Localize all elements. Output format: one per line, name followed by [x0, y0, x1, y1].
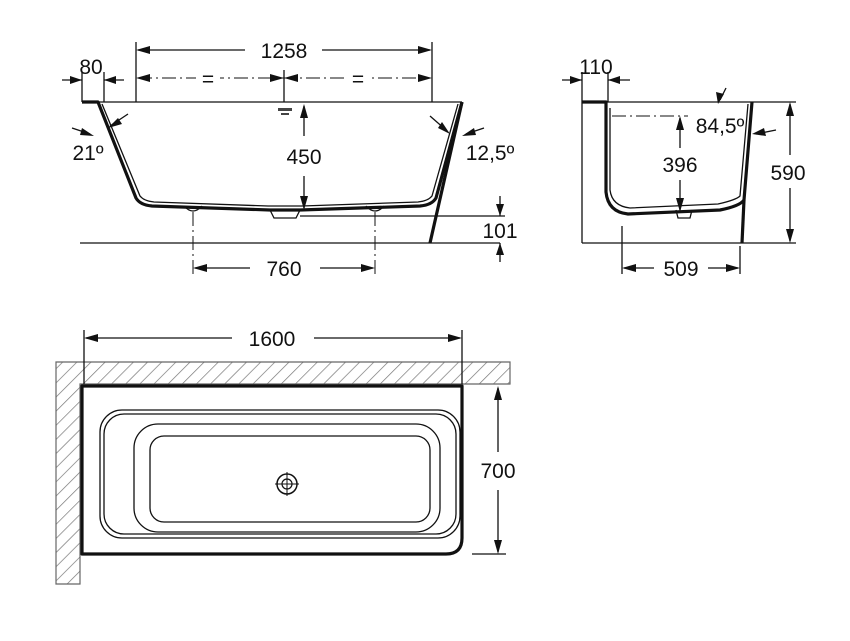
- arrow-700-top: [494, 386, 502, 400]
- label-101: 101: [482, 220, 517, 243]
- plan-view: 1600 700: [55, 328, 516, 585]
- arrow-1600-right: [448, 334, 462, 342]
- arrow-12-right: [462, 128, 476, 136]
- arrow-450-top: [300, 104, 308, 118]
- side-drain: [675, 209, 693, 219]
- label-equal-left: =: [202, 68, 214, 91]
- arrow-21-left: [80, 128, 94, 136]
- label-12-5: 12,5º: [466, 142, 515, 165]
- label-equal-right: =: [352, 68, 364, 91]
- arrow-509-right: [726, 264, 740, 272]
- label-760: 760: [266, 258, 301, 281]
- label-21: 21º: [72, 142, 103, 165]
- drain: [269, 209, 301, 219]
- overflow-mark-2: [281, 113, 289, 115]
- arrow-509-left: [622, 264, 636, 272]
- side-view: 110 84,5º 396 590 509: [562, 56, 806, 281]
- label-84-5: 84,5º: [696, 115, 745, 138]
- arrow-590-top: [786, 102, 794, 116]
- equal-left-bg: [196, 70, 220, 86]
- arrow-84-top: [716, 92, 724, 104]
- plan-rim-outer-2: [103, 413, 457, 535]
- arrow-760-right: [361, 264, 375, 272]
- arrow-1258-right: [418, 46, 432, 54]
- side-skirt: [740, 199, 746, 244]
- plan-basin-outer: [133, 423, 441, 533]
- arrow-101-top: [496, 204, 504, 216]
- arrow-equal-right: [418, 74, 432, 82]
- arrow-21-right: [108, 118, 122, 128]
- arrow-equal-mid-right: [284, 74, 298, 82]
- arrow-80-right: [104, 76, 116, 84]
- label-80: 80: [79, 56, 102, 79]
- label-396: 396: [662, 154, 697, 177]
- arrow-396-top: [676, 116, 684, 130]
- left-foot: [183, 205, 203, 212]
- arrow-80-left: [70, 76, 82, 84]
- tub-outline-inner: [101, 103, 459, 207]
- arrow-396-bottom: [676, 198, 684, 212]
- arrow-12-left: [438, 122, 450, 134]
- hatched-wall: [55, 361, 511, 585]
- plan-tub-outline: [80, 384, 464, 556]
- drain-icon: [275, 472, 299, 496]
- arrow-110-left: [570, 76, 582, 84]
- right-skirt: [428, 101, 464, 244]
- arrow-equal-mid-left: [270, 74, 284, 82]
- arrow-101-bottom: [496, 243, 504, 255]
- label-1258: 1258: [261, 40, 308, 63]
- arrow-760-left: [193, 264, 207, 272]
- label-1600: 1600: [249, 328, 296, 351]
- label-700: 700: [480, 460, 515, 483]
- arrow-equal-left: [136, 74, 150, 82]
- label-590: 590: [770, 162, 805, 185]
- plan-rim-outer: [99, 409, 461, 539]
- front-view: 1258 = = 80 21º 12,5º: [62, 40, 518, 281]
- plan-basin-inner: [149, 435, 431, 523]
- arrow-1258-left: [136, 46, 150, 54]
- arrow-84-right: [752, 128, 766, 136]
- right-foot: [365, 205, 385, 212]
- arrow-450-bottom: [300, 196, 308, 210]
- arrow-700-bottom: [494, 540, 502, 554]
- label-509: 509: [663, 258, 698, 281]
- arrow-590-bottom: [786, 229, 794, 243]
- side-tub-outline: [582, 100, 754, 216]
- side-tub-inner: [609, 103, 749, 209]
- label-450: 450: [286, 146, 321, 169]
- equal-right-bg: [346, 70, 370, 86]
- arrow-110-right: [608, 76, 620, 84]
- overflow-mark: [278, 108, 292, 111]
- arrow-1600-left: [84, 334, 98, 342]
- label-110: 110: [579, 56, 612, 79]
